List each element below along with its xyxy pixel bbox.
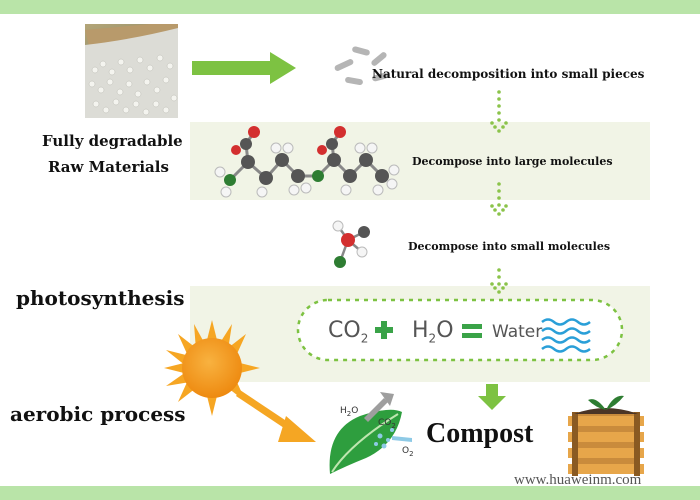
leaf-o2-label: O2 bbox=[402, 446, 414, 458]
equals-sign bbox=[462, 324, 482, 338]
compost-label: Compost bbox=[426, 418, 534, 449]
raw-materials-line2: Raw Materials bbox=[48, 158, 169, 176]
photosynthesis-label: photosynthesis bbox=[16, 286, 185, 310]
pellet-photo bbox=[85, 24, 178, 118]
leaf-h2o-label: H2O bbox=[340, 406, 358, 418]
arrow-right-1 bbox=[192, 52, 296, 84]
h2o-h: H bbox=[412, 318, 429, 343]
compost-box-icon bbox=[568, 395, 644, 476]
sun-ray-arrow bbox=[236, 390, 316, 442]
aerobic-label: aerobic process bbox=[10, 402, 186, 426]
water-label: Water bbox=[492, 322, 543, 342]
equation-box bbox=[296, 298, 624, 362]
step2-label: Decompose into large molecules bbox=[412, 155, 613, 168]
plus-sign bbox=[375, 321, 393, 339]
h2o-sub: 2 bbox=[428, 331, 437, 346]
h2o-o: O bbox=[436, 318, 454, 343]
leaf-co2-main: CO bbox=[378, 418, 392, 428]
water-waves-icon bbox=[541, 318, 591, 353]
step1-label: Natural decomposition into small pieces bbox=[372, 67, 645, 81]
molecule-chain-icon bbox=[214, 126, 400, 198]
leaf-icon bbox=[329, 392, 412, 474]
panel-large-molecules bbox=[190, 122, 650, 200]
raw-materials-line1: Fully degradable bbox=[42, 132, 183, 150]
sun-icon bbox=[164, 320, 260, 416]
top-band bbox=[0, 0, 700, 14]
small-molecule-icon bbox=[332, 220, 370, 268]
leaf-o2-main: O bbox=[402, 446, 410, 456]
leaf-co2-label: CO2 bbox=[378, 418, 396, 430]
dotted-arrow-1 bbox=[490, 90, 508, 133]
arrow-down-compost bbox=[478, 384, 506, 410]
step3-label: Decompose into small molecules bbox=[408, 240, 611, 253]
leaf-h2o-sub: 2 bbox=[346, 409, 352, 418]
leaf-co2-sub: 2 bbox=[391, 421, 396, 430]
dotted-arrow-2 bbox=[490, 182, 508, 216]
small-pieces-icon bbox=[334, 46, 388, 86]
leaf-o2-sub: 2 bbox=[409, 449, 414, 458]
dotted-arrow-3 bbox=[490, 268, 508, 294]
leaf-h2o-o: O bbox=[351, 406, 359, 416]
co2-main: CO bbox=[328, 318, 361, 343]
leaf-h2o-h: H bbox=[340, 406, 347, 416]
co2-label: CO2 bbox=[328, 318, 368, 345]
watermark: www.huaweinm.com bbox=[514, 472, 642, 488]
h2o-label: H2O bbox=[412, 318, 454, 345]
bottom-band bbox=[0, 486, 700, 500]
co2-sub: 2 bbox=[360, 331, 369, 346]
